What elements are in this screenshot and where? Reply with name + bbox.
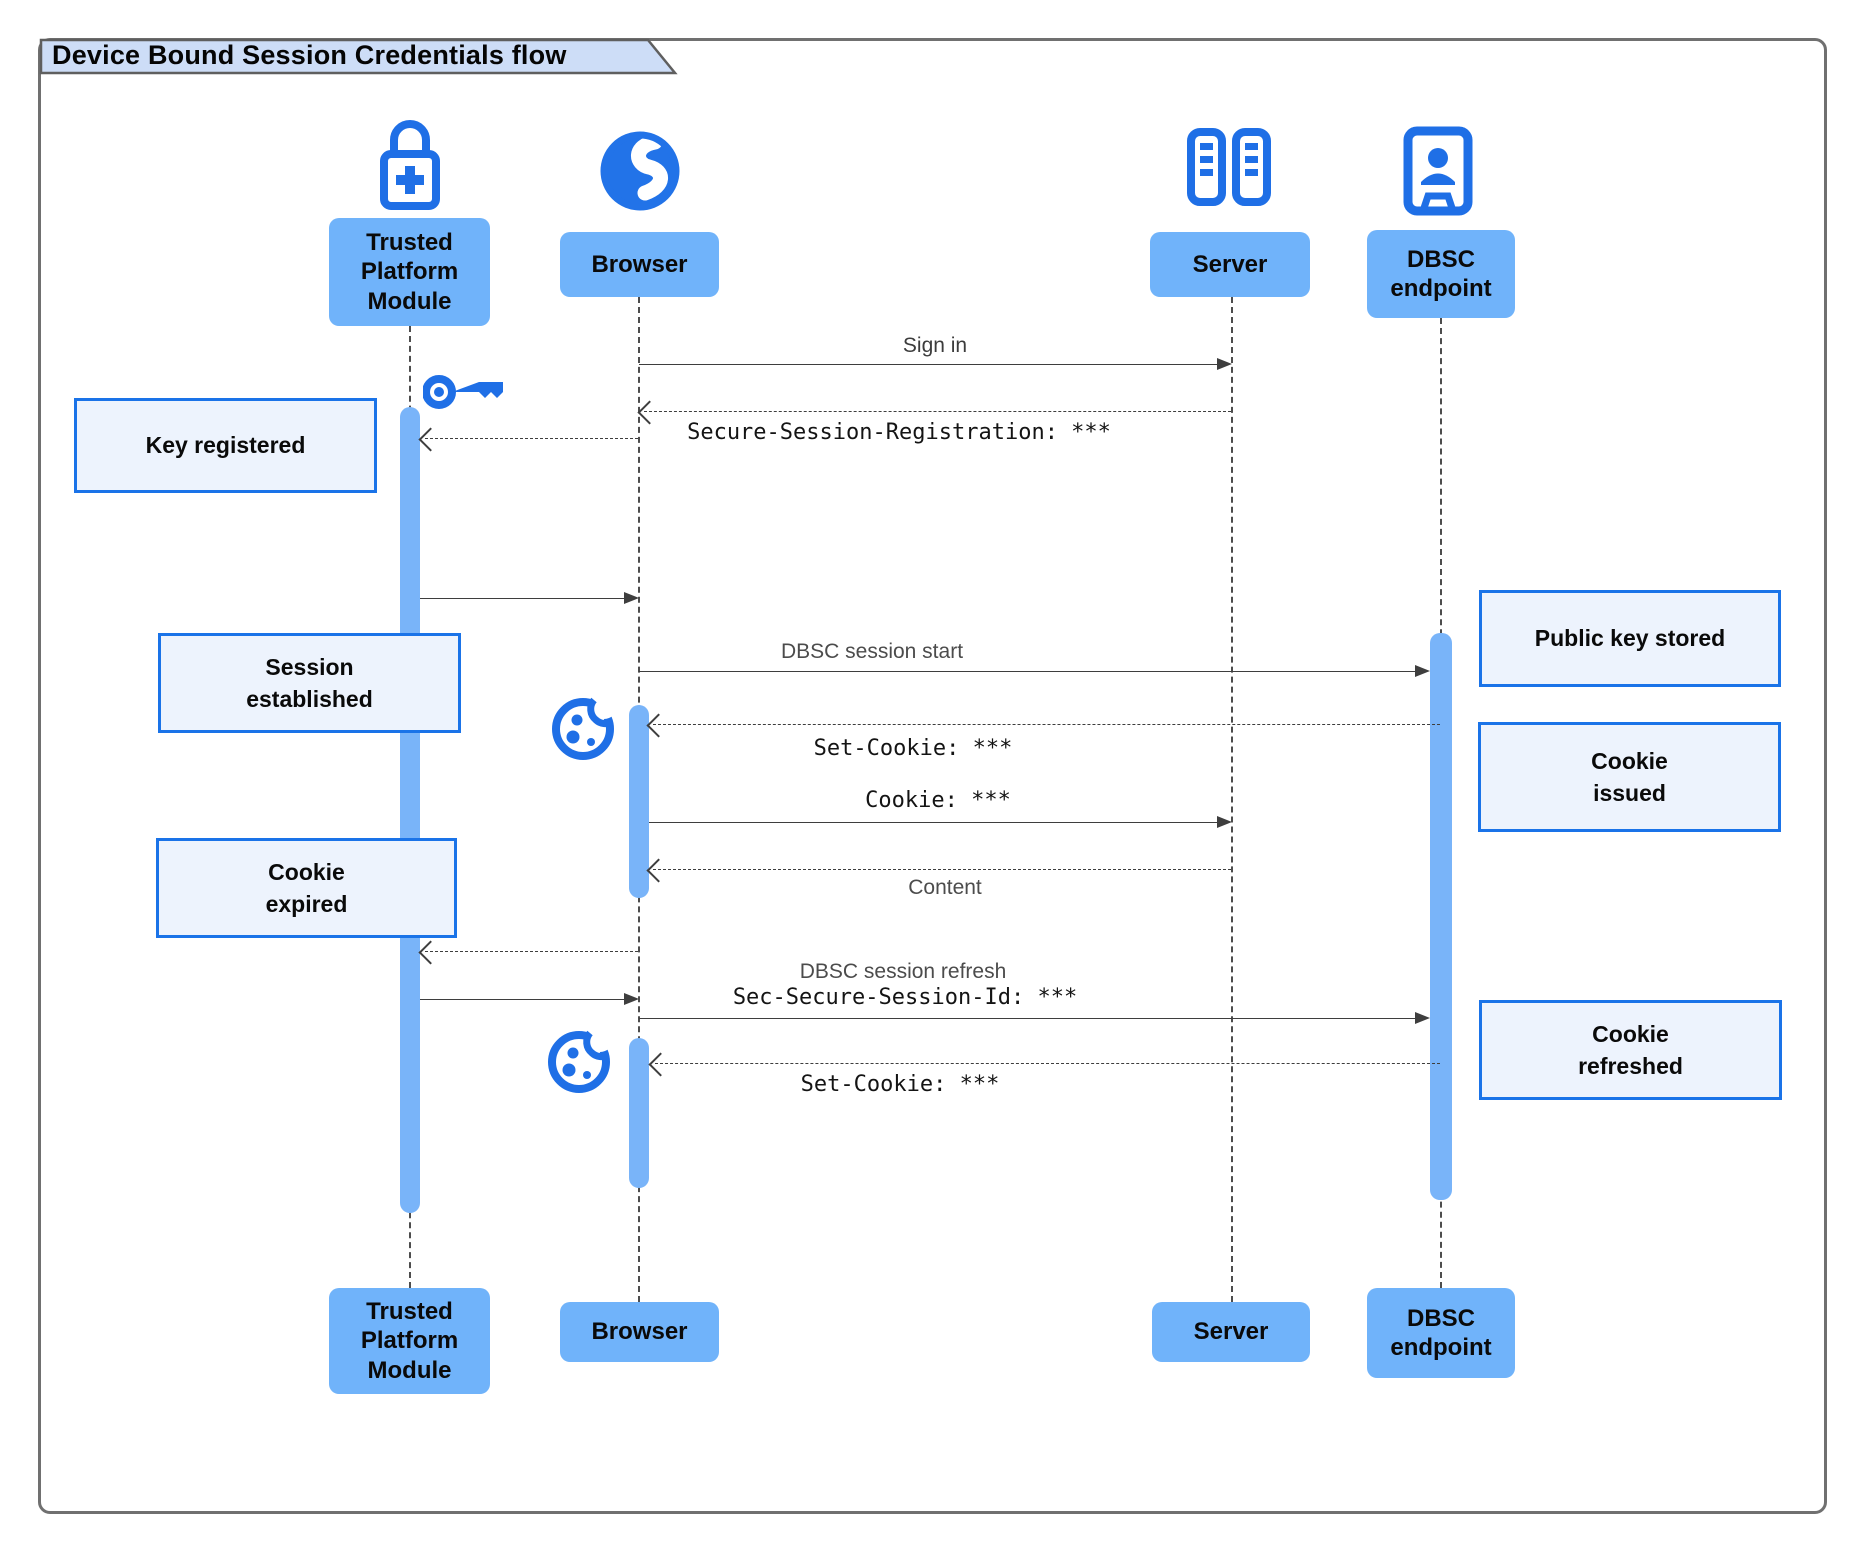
diagram-title: Device Bound Session Credentials flow — [52, 40, 567, 70]
message-label-content: Content — [908, 876, 982, 899]
participant-dbsc-bottom: DBSC endpoint — [1367, 1288, 1515, 1378]
message-cookie — [649, 822, 1217, 823]
arrowhead — [1217, 816, 1232, 828]
cookie-icon — [552, 693, 617, 760]
globe-icon — [600, 131, 680, 211]
participant-label: Browser — [591, 1318, 688, 1346]
title-tab — [39, 38, 678, 75]
message-browser-to-tpm — [425, 438, 638, 439]
participant-tpm-bottom: Trusted Platform Module — [329, 1288, 490, 1394]
message-sign-in — [639, 364, 1217, 365]
server-icon — [1187, 128, 1271, 206]
message-label-dbsc-session-refresh: DBSC session refresh — [799, 960, 1007, 983]
message-label-set-cookie-2: Set-Cookie: *** — [800, 1072, 1000, 1097]
arrowhead — [1415, 1012, 1430, 1024]
message-label-dbsc-session-start: DBSC session start — [780, 640, 964, 663]
message-label-set-cookie-1: Set-Cookie: *** — [813, 736, 1013, 761]
message-secure-session-registration — [644, 411, 1231, 412]
activation-dbsc — [1430, 633, 1452, 1200]
participant-server-top: Server — [1150, 232, 1310, 297]
message-set-cookie-2 — [655, 1063, 1440, 1064]
activation-browser-2 — [629, 1038, 649, 1188]
arrowhead — [624, 993, 639, 1005]
activation-browser-1 — [629, 705, 649, 898]
participant-browser-bottom: Browser — [560, 1302, 719, 1362]
activation-tpm — [400, 407, 420, 1213]
note-session-established: Session established — [158, 633, 461, 733]
note-cookie-refreshed: Cookie refreshed — [1479, 1000, 1782, 1100]
message-content — [653, 869, 1231, 870]
arrowhead — [1217, 358, 1232, 370]
participant-browser-top: Browser — [560, 232, 719, 297]
message-dbsc-session-refresh — [639, 1018, 1415, 1019]
participant-label: Server — [1192, 250, 1268, 278]
arrowhead — [624, 592, 639, 604]
message-label-secure-session-registration: Secure-Session-Registration: *** — [687, 420, 1111, 445]
message-dbsc-session-start — [639, 671, 1415, 672]
note-key-registered: Key registered — [74, 398, 377, 493]
message-label-sec-secure-session-id: Sec-Secure-Session-Id: *** — [732, 985, 1078, 1010]
message-tpm-to-browser-2 — [420, 999, 624, 1000]
participant-label: DBSC endpoint — [1390, 1304, 1492, 1361]
participant-label: Trusted Platform Module — [360, 229, 459, 315]
note-public-key-stored: Public key stored — [1479, 590, 1781, 687]
participant-dbsc-top: DBSC endpoint — [1367, 230, 1515, 318]
lifeline-server — [1231, 297, 1233, 1302]
participant-tpm-top: Trusted Platform Module — [329, 218, 490, 326]
note-cookie-issued: Cookie issued — [1478, 722, 1781, 832]
participant-server-bottom: Server — [1152, 1302, 1310, 1362]
lock-plus-icon — [380, 120, 440, 210]
message-set-cookie-1 — [653, 724, 1440, 725]
participant-label: Server — [1193, 1318, 1269, 1346]
message-label-sign-in: Sign in — [902, 334, 968, 357]
message-browser-to-tpm-2 — [425, 951, 638, 952]
cookie-icon — [548, 1026, 613, 1093]
message-tpm-to-browser — [420, 598, 624, 599]
key-icon — [423, 375, 503, 409]
note-cookie-expired: Cookie expired — [156, 838, 457, 938]
participant-label: DBSC endpoint — [1390, 245, 1492, 302]
message-label-cookie: Cookie: *** — [865, 788, 1011, 813]
participant-label: Browser — [591, 250, 688, 278]
arrowhead — [1415, 665, 1430, 677]
doorway-user-icon — [1403, 126, 1473, 216]
participant-label: Trusted Platform Module — [360, 1298, 459, 1384]
